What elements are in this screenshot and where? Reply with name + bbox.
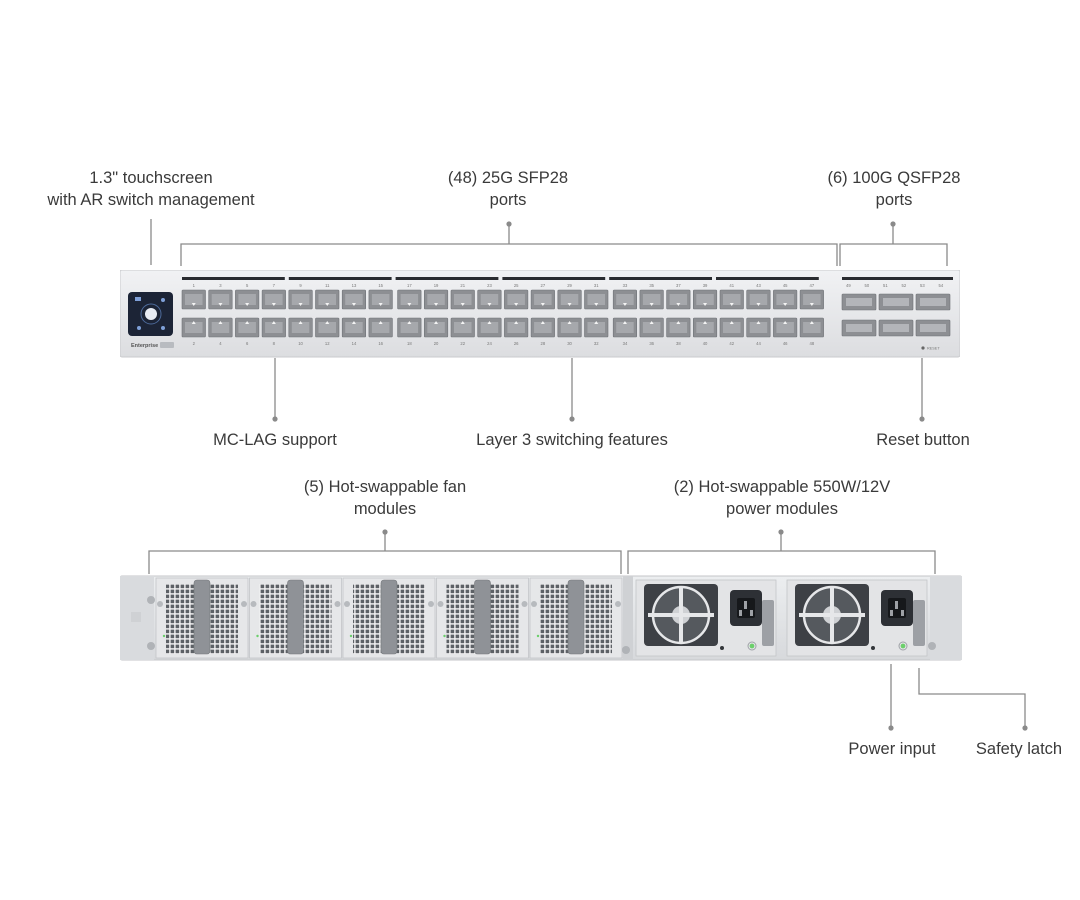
fan-module — [342, 577, 436, 659]
port-number: 54 — [939, 283, 944, 288]
safety-latch — [913, 600, 925, 646]
port-number: 33 — [623, 283, 628, 288]
port-number: 30 — [567, 341, 572, 346]
fan-module — [529, 577, 623, 659]
port-number: 4 — [219, 341, 222, 346]
mclag-label: MC-LAG support — [213, 431, 337, 449]
reset-text: RESET — [927, 347, 940, 351]
port-number: 52 — [902, 283, 907, 288]
port-number: 46 — [783, 341, 788, 346]
port-number: 16 — [378, 341, 383, 346]
port-number: 38 — [676, 341, 681, 346]
port-number: 36 — [649, 341, 654, 346]
port-number: 11 — [325, 283, 330, 288]
safety-latch-label: Safety latch — [975, 740, 1063, 758]
port-number: 37 — [676, 283, 681, 288]
port-number: 31 — [594, 283, 599, 288]
safety-latch — [762, 600, 774, 646]
port-number: 17 — [407, 283, 412, 288]
port-number: 51 — [883, 283, 888, 288]
power-input-label: Power input — [848, 740, 936, 758]
port-number: 39 — [703, 283, 708, 288]
fan-module-row — [155, 577, 623, 659]
port-number: 40 — [703, 341, 708, 346]
psu-module-row — [635, 579, 928, 657]
fan-module — [155, 577, 249, 659]
port-number: 3 — [219, 283, 222, 288]
port-number: 5 — [246, 283, 249, 288]
port-number: 22 — [460, 341, 465, 346]
port-number: 12 — [325, 341, 330, 346]
layer3-label: Layer 3 switching features — [476, 431, 668, 449]
port-number: 10 — [298, 341, 303, 346]
port-number: 48 — [810, 341, 815, 346]
port-number: 1 — [193, 283, 196, 288]
port-number: 9 — [299, 283, 302, 288]
port-number: 41 — [729, 283, 734, 288]
sfp28-port-block — [181, 277, 824, 338]
port-number: 34 — [623, 341, 628, 346]
port-number: 26 — [514, 341, 519, 346]
fan-module — [249, 577, 342, 659]
port-number: 29 — [567, 283, 572, 288]
psu-module — [635, 579, 777, 657]
port-number: 15 — [378, 283, 383, 288]
port-number: 24 — [487, 341, 492, 346]
port-number: 49 — [846, 283, 851, 288]
port-number: 14 — [352, 341, 357, 346]
port-number: 13 — [352, 283, 357, 288]
port-number: 20 — [434, 341, 439, 346]
port-number: 35 — [649, 283, 654, 288]
reset-button-label: Reset button — [876, 431, 970, 449]
fan-module — [436, 577, 529, 659]
port-number: 50 — [865, 283, 870, 288]
psu-module — [786, 579, 928, 657]
port-number: 27 — [541, 283, 546, 288]
port-number: 47 — [810, 283, 815, 288]
rear-switch-panel — [120, 575, 962, 661]
port-number: 18 — [407, 341, 412, 346]
brand-text: Enterprise — [131, 343, 158, 349]
port-number: 6 — [246, 341, 249, 346]
port-number: 8 — [273, 341, 276, 346]
port-number: 21 — [460, 283, 465, 288]
qsfp28-port-block — [841, 277, 953, 337]
reset-button — [921, 346, 925, 350]
port-number: 44 — [756, 341, 761, 346]
port-number: 32 — [594, 341, 599, 346]
port-number: 2 — [193, 341, 196, 346]
port-number: 53 — [920, 283, 925, 288]
port-number: 28 — [541, 341, 546, 346]
port-number: 19 — [434, 283, 439, 288]
port-number: 43 — [756, 283, 761, 288]
port-number: 45 — [783, 283, 788, 288]
port-number: 7 — [273, 283, 276, 288]
port-number: 42 — [729, 341, 734, 346]
port-number: 23 — [487, 283, 492, 288]
port-number: 25 — [514, 283, 519, 288]
